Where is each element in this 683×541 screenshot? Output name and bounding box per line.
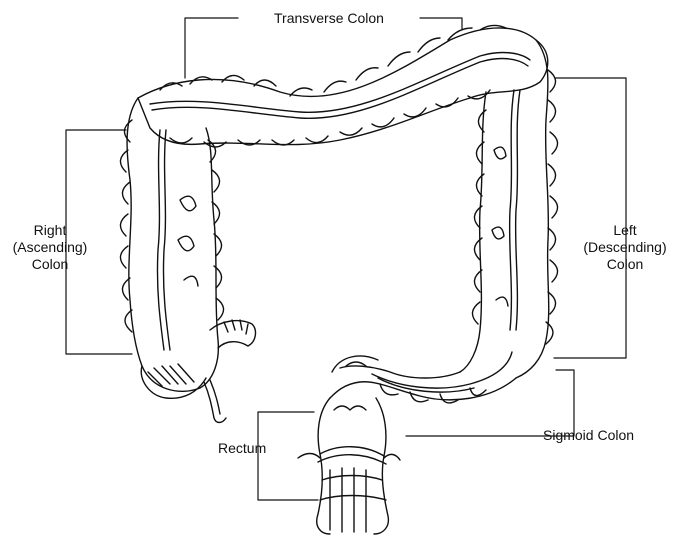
sigmoid-colon-label: Sigmoid Colon bbox=[543, 427, 673, 444]
leader-lines bbox=[66, 18, 626, 500]
right-colon-line2: (Ascending) bbox=[2, 239, 98, 256]
ascending-colon bbox=[120, 98, 255, 423]
right-colon-label: Right (Ascending) Colon bbox=[2, 222, 98, 273]
rectum bbox=[298, 398, 400, 534]
transverse-colon-text: Transverse Colon bbox=[244, 10, 414, 27]
rectum-label: Rectum bbox=[218, 440, 290, 457]
transverse-colon-label: Transverse Colon bbox=[244, 10, 414, 27]
transverse-bracket-right bbox=[420, 18, 462, 30]
transverse-bracket bbox=[185, 18, 238, 78]
transverse-colon bbox=[138, 25, 548, 147]
left-colon-line3: Colon bbox=[568, 256, 682, 273]
left-colon-bracket bbox=[554, 78, 626, 358]
sigmoid-colon bbox=[330, 352, 516, 403]
right-colon-line3: Colon bbox=[2, 256, 98, 273]
sigmoid-colon-text: Sigmoid Colon bbox=[543, 427, 673, 444]
left-colon-line2: (Descending) bbox=[568, 239, 682, 256]
right-colon-line1: Right bbox=[2, 222, 98, 239]
left-colon-label: Left (Descending) Colon bbox=[568, 222, 682, 273]
rectum-text: Rectum bbox=[218, 440, 290, 457]
left-colon-line1: Left bbox=[568, 222, 682, 239]
